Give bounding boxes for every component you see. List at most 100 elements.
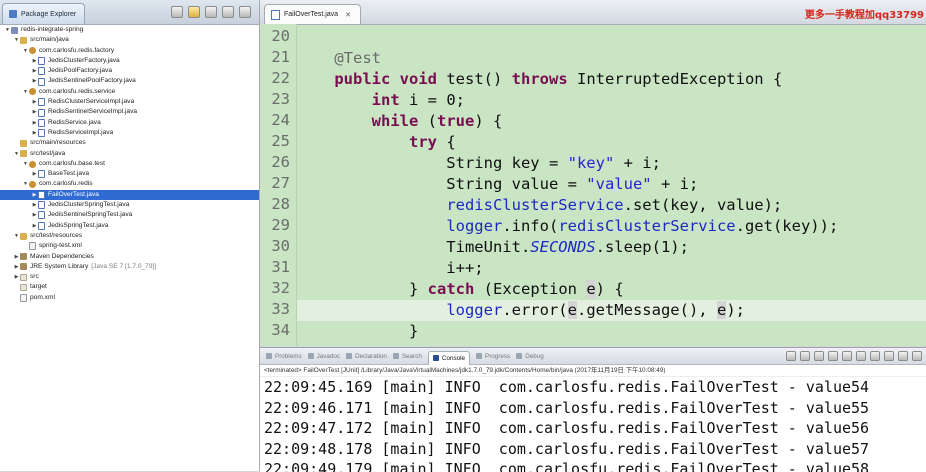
tree-item[interactable]: ▼com.carlosfu.redis.factory xyxy=(0,46,259,56)
display-console-icon[interactable] xyxy=(870,351,880,361)
code-line[interactable]: logger.info(redisClusterService.get(key)… xyxy=(297,216,926,237)
code-line[interactable]: redisClusterService.set(key, value); xyxy=(297,195,926,216)
expand-toggle-icon[interactable]: ▶ xyxy=(32,78,37,85)
tree-item[interactable]: src/main/resources xyxy=(0,138,259,148)
expand-toggle-icon[interactable]: ▶ xyxy=(32,191,37,198)
code-token: "value" xyxy=(586,175,652,193)
code-line[interactable]: try { xyxy=(297,132,926,153)
tree-item[interactable]: ▶RedisServiceImpl.java xyxy=(0,128,259,138)
tree-item[interactable]: ▼com.carlosfu.redis xyxy=(0,179,259,189)
console-output[interactable]: 22:09:45.169 [main] INFO com.carlosfu.re… xyxy=(260,377,926,472)
tab-console[interactable]: Console xyxy=(427,350,470,365)
package-explorer-tab[interactable]: Package Explorer xyxy=(2,3,86,24)
minimize-icon[interactable] xyxy=(222,6,234,18)
code-line[interactable]: } catch (Exception e) { xyxy=(297,279,926,300)
expand-toggle-icon[interactable]: ▼ xyxy=(23,88,28,95)
view-menu-icon[interactable] xyxy=(205,6,217,18)
tree-item[interactable]: ▶JedisSentinelPoolFactory.java xyxy=(0,76,259,86)
editor-tab-failovertest[interactable]: FailOverTest.java ✕ xyxy=(264,4,361,24)
expand-toggle-icon[interactable]: ▶ xyxy=(32,57,37,64)
expand-toggle-icon[interactable]: ▼ xyxy=(23,47,28,54)
code-line[interactable]: TimeUnit.SECONDS.sleep(1); xyxy=(297,237,926,258)
tree-item[interactable]: ▼redis-integrate-spring xyxy=(0,25,259,35)
expand-toggle-icon[interactable]: ▶ xyxy=(32,222,37,229)
tree-item[interactable]: ▼com.carlosfu.redis.service xyxy=(0,87,259,97)
expand-toggle-icon[interactable]: ▼ xyxy=(23,160,28,167)
tree-item[interactable]: ▶JedisSentinelSpringTest.java xyxy=(0,210,259,220)
expand-toggle-icon[interactable]: ▶ xyxy=(32,171,37,178)
maximize-icon[interactable] xyxy=(912,351,922,361)
expand-toggle-icon[interactable]: ▶ xyxy=(14,274,19,281)
code-token xyxy=(297,49,334,67)
maximize-icon[interactable] xyxy=(239,6,251,18)
tree-item[interactable]: ▶RedisClusterServiceImpl.java xyxy=(0,97,259,107)
tab-declaration[interactable]: Declaration xyxy=(346,353,387,360)
expand-toggle-icon[interactable]: ▶ xyxy=(32,68,37,75)
code-line[interactable]: while (true) { xyxy=(297,111,926,132)
expand-toggle-icon[interactable]: ▶ xyxy=(32,202,37,209)
remove-all-icon[interactable] xyxy=(814,351,824,361)
expand-toggle-icon[interactable]: ▼ xyxy=(23,181,28,188)
tree-item[interactable]: pom.xml xyxy=(0,293,259,303)
code-line[interactable]: String value = "value" + i; xyxy=(297,174,926,195)
open-console-icon[interactable] xyxy=(884,351,894,361)
tab-debug[interactable]: Debug xyxy=(516,353,544,360)
tree-item[interactable]: ▶JedisSpringTest.java xyxy=(0,221,259,231)
code-line[interactable]: int i = 0; xyxy=(297,90,926,111)
tree-item[interactable]: ▼com.carlosfu.base.test xyxy=(0,159,259,169)
clear-console-icon[interactable] xyxy=(828,351,838,361)
code-line[interactable] xyxy=(297,27,926,48)
expand-toggle-icon[interactable]: ▶ xyxy=(32,119,37,126)
code-line[interactable]: } xyxy=(297,321,926,342)
code-token: i++; xyxy=(297,259,484,277)
expand-toggle-icon[interactable]: ▼ xyxy=(14,37,19,44)
tab-search[interactable]: Search xyxy=(392,353,422,360)
expand-toggle-icon[interactable]: ▼ xyxy=(14,232,19,239)
tab-progress[interactable]: Progress xyxy=(476,353,510,360)
expand-toggle-icon[interactable]: ▶ xyxy=(32,99,37,106)
code-token: test() xyxy=(437,70,512,88)
close-icon[interactable]: ✕ xyxy=(345,11,351,19)
tree-item[interactable]: ▶src xyxy=(0,272,259,282)
code-line[interactable]: i++; xyxy=(297,258,926,279)
tree-item[interactable]: spring-test.xml xyxy=(0,241,259,251)
terminate-icon[interactable] xyxy=(786,351,796,361)
expand-toggle-icon[interactable]: ▶ xyxy=(14,253,19,260)
xml-file-icon xyxy=(29,242,36,251)
tree-item[interactable]: ▼src/test/java xyxy=(0,149,259,159)
tree-item[interactable]: target xyxy=(0,282,259,292)
tab-problems[interactable]: Problems xyxy=(266,353,302,360)
scroll-lock-icon[interactable] xyxy=(842,351,852,361)
expand-toggle-icon[interactable]: ▶ xyxy=(32,212,37,219)
tree-item[interactable]: ▶JedisClusterSpringTest.java xyxy=(0,200,259,210)
tree-item[interactable]: ▼src/test/resources xyxy=(0,231,259,241)
collapse-all-icon[interactable] xyxy=(171,6,183,18)
code-line[interactable]: @Test xyxy=(297,48,926,69)
pin-console-icon[interactable] xyxy=(856,351,866,361)
tree-item[interactable]: ▶JRE System Library[Java SE 7 [1.7.0_79]… xyxy=(0,262,259,272)
code-token: i = 0; xyxy=(399,91,465,109)
code-line[interactable]: String key = "key" + i; xyxy=(297,153,926,174)
expand-toggle-icon[interactable]: ▼ xyxy=(5,27,10,33)
code-line[interactable]: logger.error(e.getMessage(), e); xyxy=(297,300,926,321)
code-area[interactable]: @Test public void test() throws Interrup… xyxy=(297,24,926,346)
expand-toggle-icon[interactable]: ▶ xyxy=(32,109,37,116)
expand-toggle-icon[interactable]: ▶ xyxy=(14,263,19,270)
tree-item[interactable]: ▶RedisService.java xyxy=(0,118,259,128)
minimize-icon[interactable] xyxy=(898,351,908,361)
tree-item[interactable]: ▼src/main/java xyxy=(0,35,259,45)
code-line[interactable]: public void test() throws InterruptedExc… xyxy=(297,69,926,90)
expand-toggle-icon[interactable]: ▼ xyxy=(14,150,19,157)
link-with-editor-icon[interactable] xyxy=(188,6,200,18)
remove-launch-icon[interactable] xyxy=(800,351,810,361)
java-file-icon xyxy=(38,221,45,230)
tab-javadoc[interactable]: Javadoc xyxy=(307,353,340,360)
tree-item[interactable]: ▶FailOverTest.java xyxy=(0,189,259,201)
tree-item[interactable]: ▶BaseTest.java xyxy=(0,169,259,179)
tree-item[interactable]: ▶RedisSentinelServiceImpl.java xyxy=(0,107,259,117)
tree-item[interactable]: ▶Maven Dependencies xyxy=(0,252,259,262)
tree-item[interactable]: ▶JedisClusterFactory.java xyxy=(0,56,259,66)
expand-toggle-icon[interactable]: ▶ xyxy=(32,129,37,136)
tree-item[interactable]: ▶JedisPoolFactory.java xyxy=(0,66,259,76)
